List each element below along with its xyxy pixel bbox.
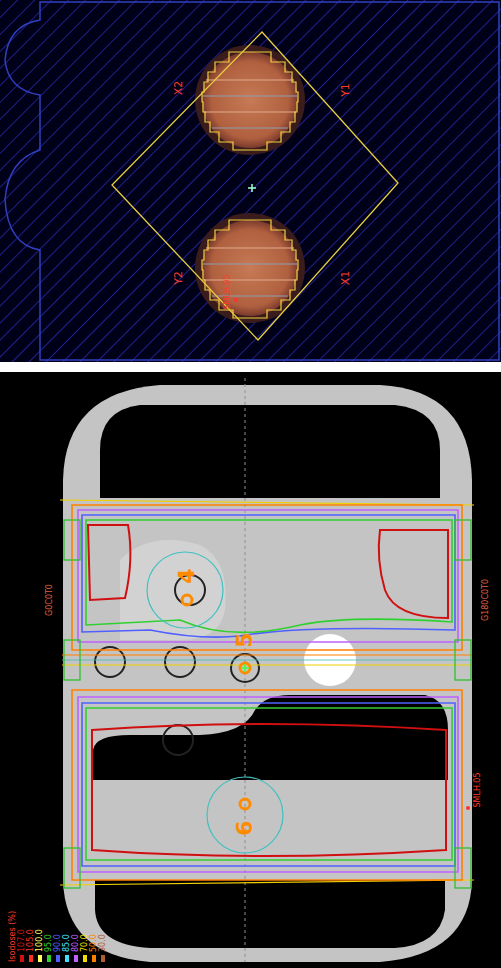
legend-entry: 107.0 [17,911,26,962]
legend-text: 30.0 [98,934,107,952]
legend-swatch [56,955,60,962]
legend-text: 105.0 [26,929,35,952]
jaw-label: X1 [340,271,351,286]
legend-text: 50.0 [89,934,98,952]
legend-swatch [101,955,105,962]
jaw-label: X2 [173,81,184,96]
legend-text: 95.0 [44,934,53,952]
callout-number: 5 [234,632,256,647]
legend-text: 85.0 [62,934,71,952]
legend-text: 80.0 [71,934,80,952]
legend-entry: 90.0 [53,911,62,962]
legend-swatch [83,955,87,962]
legend-swatch [92,955,96,962]
legend-text: 90.0 [53,934,62,952]
jaw-label: Y2 [173,271,184,285]
legend-text: 70.0 [80,934,89,952]
legend-entry: 50.0 [89,911,98,962]
legend-entry: 70.0 [80,911,89,962]
legend-entry: 85.0 [62,911,71,962]
legend-entry: 95.0 [44,911,53,962]
point-label: SMLH.05 [474,772,482,807]
legend-entry: 30.0 [98,911,107,962]
legend-entry: 100.0 [35,911,44,962]
legend-text: 100.0 [35,929,44,952]
legend-swatch [65,955,69,962]
jaw-label: Y1 [340,83,351,97]
legend-swatch [47,955,51,962]
legend-entry: 105.0 [26,911,35,962]
legend-swatch [29,955,33,962]
callout-number: 4 [176,568,198,583]
legend-swatch [74,955,78,962]
legend-heading: Isodoses (%) [8,911,17,962]
isodose-legend: Isodoses (%)107.0105.0100.095.090.085.08… [8,911,107,962]
point-label: SMLH.05 [224,274,232,309]
legend-entry: 80.0 [71,911,80,962]
callout-number: 6 [234,820,256,835]
legend-swatch [20,955,24,962]
beam-label: G180C0T0 [482,579,490,621]
legend-text: 107.0 [17,929,26,952]
legend-swatch [38,955,42,962]
beam-label: G0C0T0 [46,584,54,616]
